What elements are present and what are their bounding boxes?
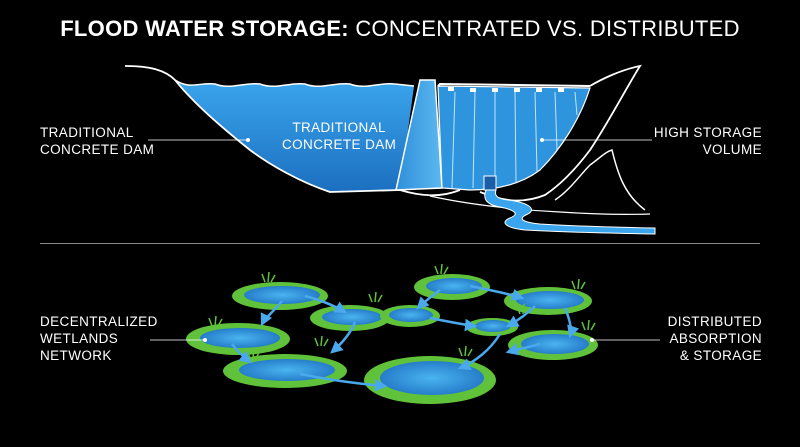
wetland-pond	[466, 318, 518, 336]
wetland-left-dot	[203, 338, 207, 342]
title-bold-part: FLOOD WATER STORAGE:	[60, 16, 349, 41]
lower-ridge	[429, 195, 651, 215]
dam-outlet	[483, 175, 497, 191]
spillway-face	[437, 85, 591, 191]
wetland-left-label: DECENTRALIZED WETLANDS NETWORK	[40, 314, 158, 363]
grass-tufts	[208, 263, 596, 359]
dam-inner-label: TRADITIONAL CONCRETE DAM	[282, 120, 397, 152]
wetland-pond	[232, 282, 328, 310]
wetland-network	[186, 263, 598, 404]
title-light-part: CONCENTRATED VS. DISTRIBUTED	[348, 16, 740, 41]
wetland-pond	[186, 323, 290, 355]
wetland-right-dot	[590, 338, 594, 342]
diagram-title: FLOOD WATER STORAGE: CONCENTRATED VS. DI…	[0, 16, 800, 42]
wetland-pond	[504, 287, 592, 315]
wetland-pond	[380, 305, 440, 327]
dam-crest	[437, 82, 591, 87]
left-label-dot	[246, 138, 250, 142]
section-divider	[40, 243, 760, 244]
right-canyon-wall	[479, 64, 642, 202]
wetland-pond	[310, 305, 390, 331]
wetland-pond	[508, 330, 598, 360]
left-canyon-wall	[124, 65, 461, 197]
right-label-dot	[540, 138, 544, 142]
dam-left-label: TRADITIONAL CONCRETE DAM	[40, 125, 155, 157]
dam-right-label: HIGH STORAGE VOLUME	[653, 125, 762, 157]
flow-arrows	[231, 284, 580, 392]
dam-crest-teeth	[448, 87, 564, 92]
reservoir-surface	[174, 79, 415, 87]
wetland-pond	[223, 354, 347, 388]
reservoir-water	[175, 80, 414, 192]
outflow-river	[484, 189, 656, 235]
wetland-pond	[364, 356, 496, 404]
wetland-right-label: DISTRIBUTED ABSORPTION & STORAGE	[667, 314, 762, 363]
right-hill-ridge	[554, 149, 646, 211]
